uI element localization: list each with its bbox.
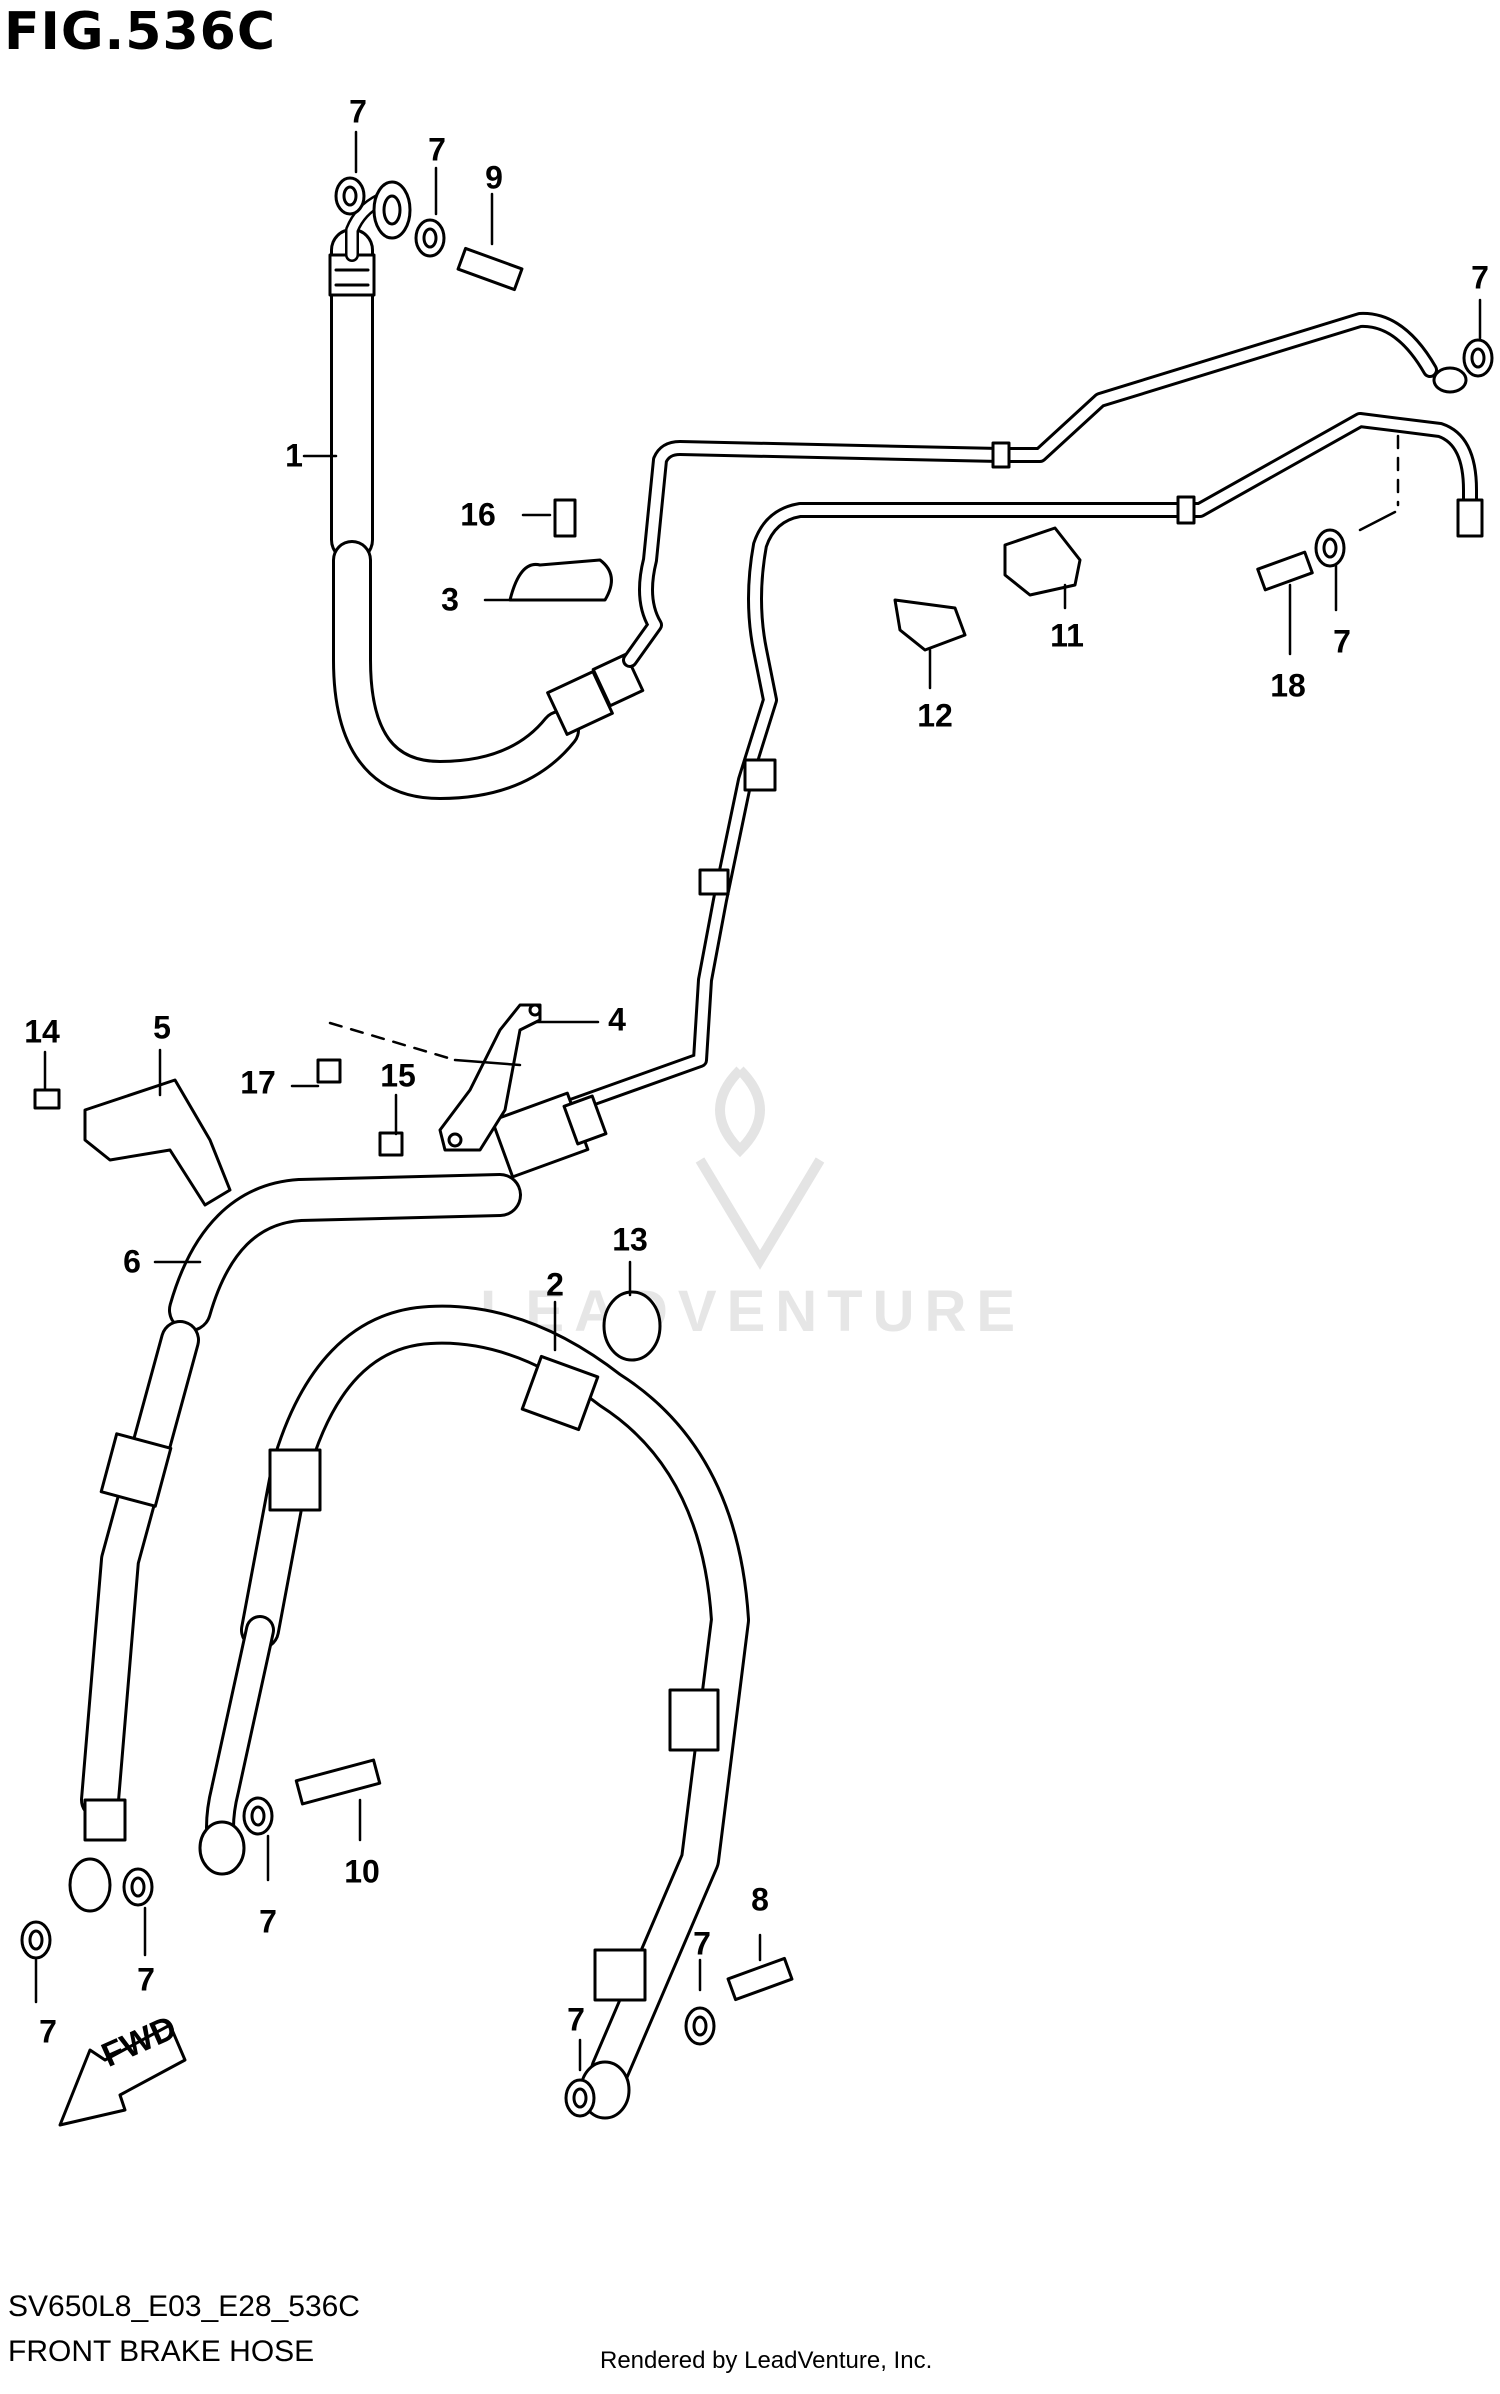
pipe-holder-12 bbox=[893, 598, 967, 652]
callout-7-bottom-b: 7 bbox=[137, 1961, 155, 1998]
brake-pipe-upper bbox=[622, 311, 1468, 668]
diagram-code: SV650L8_E03_E28_536C bbox=[8, 2290, 360, 2323]
callout-7-top-mid: 7 bbox=[428, 131, 446, 168]
watermark-logo bbox=[695, 1066, 825, 1270]
bracket-4 bbox=[438, 1003, 542, 1152]
hose-clamp-3 bbox=[508, 558, 613, 602]
callout-15: 15 bbox=[380, 1057, 416, 1094]
pipe-holder-11 bbox=[1003, 526, 1082, 597]
callout-6: 6 bbox=[123, 1243, 141, 1280]
brake-hose-2 bbox=[198, 1304, 750, 2120]
render-credit: Rendered by LeadVenture, Inc. bbox=[600, 2347, 933, 2374]
callout-7-right: 7 bbox=[1333, 623, 1351, 660]
callout-2: 2 bbox=[546, 1266, 564, 1303]
callout-7-top-left: 7 bbox=[349, 93, 367, 130]
callout-13: 13 bbox=[612, 1221, 648, 1258]
junction-block bbox=[490, 1091, 608, 1179]
washers bbox=[20, 176, 1494, 2118]
callout-9: 9 bbox=[485, 159, 503, 196]
callout-4: 4 bbox=[608, 1001, 626, 1038]
callout-7-bottom-e: 7 bbox=[693, 1925, 711, 1962]
diagram-name: FRONT BRAKE HOSE bbox=[8, 2335, 315, 2368]
brake-hose-6 bbox=[68, 1173, 522, 1913]
fwd-arrow bbox=[58, 2023, 187, 2127]
callout-7-bottom-a: 7 bbox=[39, 2013, 57, 2050]
callout-3: 3 bbox=[441, 581, 459, 618]
leader-lines bbox=[34, 130, 1482, 2072]
figure-title: FIG.536C bbox=[4, 2, 277, 62]
callout-7-bottom-d: 7 bbox=[567, 2001, 585, 2038]
callout-16: 16 bbox=[460, 496, 496, 533]
callout-5: 5 bbox=[153, 1009, 171, 1046]
callout-7-top-right: 7 bbox=[1471, 259, 1489, 296]
brake-pipe-lower bbox=[552, 412, 1484, 1118]
callout-11: 11 bbox=[1050, 617, 1084, 654]
hose-clamp-13 bbox=[602, 1290, 662, 1362]
callout-1: 1 bbox=[285, 437, 303, 474]
bracket-5 bbox=[83, 1078, 232, 1207]
watermark: LEADVENTURE bbox=[480, 1279, 1026, 1344]
callout-8: 8 bbox=[751, 1881, 769, 1918]
callout-17: 17 bbox=[240, 1064, 276, 1101]
callout-12: 12 bbox=[917, 697, 953, 734]
callout-18: 18 bbox=[1270, 667, 1306, 704]
bolts bbox=[33, 246, 1314, 2002]
callout-14: 14 bbox=[24, 1013, 60, 1050]
callout-7-bottom-c: 7 bbox=[259, 1903, 277, 1940]
brake-hose-1 bbox=[328, 180, 645, 800]
callout-10: 10 bbox=[344, 1853, 380, 1890]
